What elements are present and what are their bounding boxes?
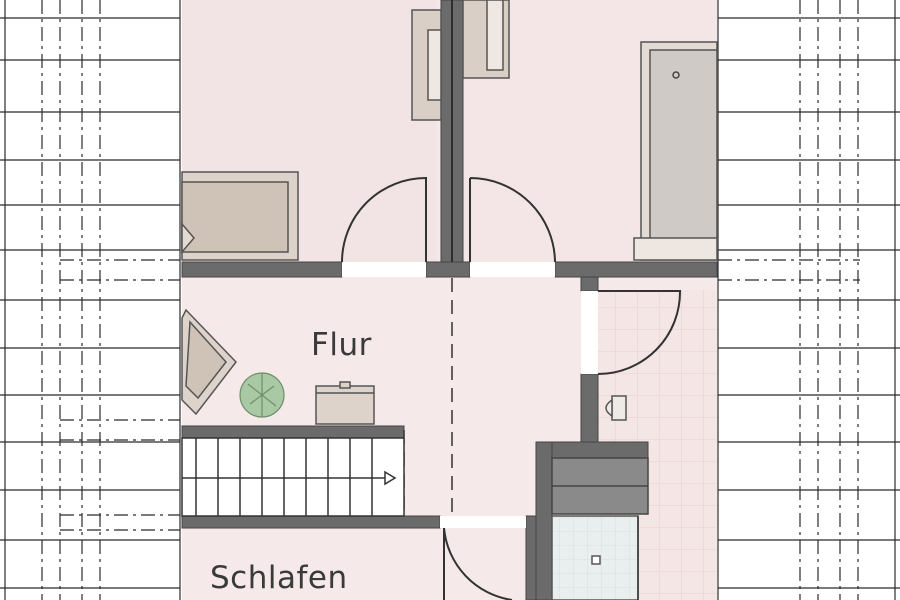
wardrobe-top-right: [633, 41, 718, 261]
room-label-flur: Flur: [311, 327, 372, 363]
staircase: [181, 437, 405, 517]
room-label-schlafen: Schlafen: [210, 560, 348, 596]
plant: [239, 372, 285, 418]
walls: [181, 0, 718, 600]
sofa-top-left: [181, 171, 299, 261]
door-sills: [342, 262, 598, 528]
cabinet-top: [411, 0, 510, 121]
shower: [551, 515, 639, 600]
toilet: [605, 395, 627, 421]
armchair: [181, 308, 237, 416]
bath-counter: [551, 457, 649, 515]
door-swings: [341, 176, 682, 600]
roof-hatch-right: [717, 0, 900, 600]
roof-hatch-left: [0, 0, 181, 600]
small-chest: [315, 381, 375, 425]
